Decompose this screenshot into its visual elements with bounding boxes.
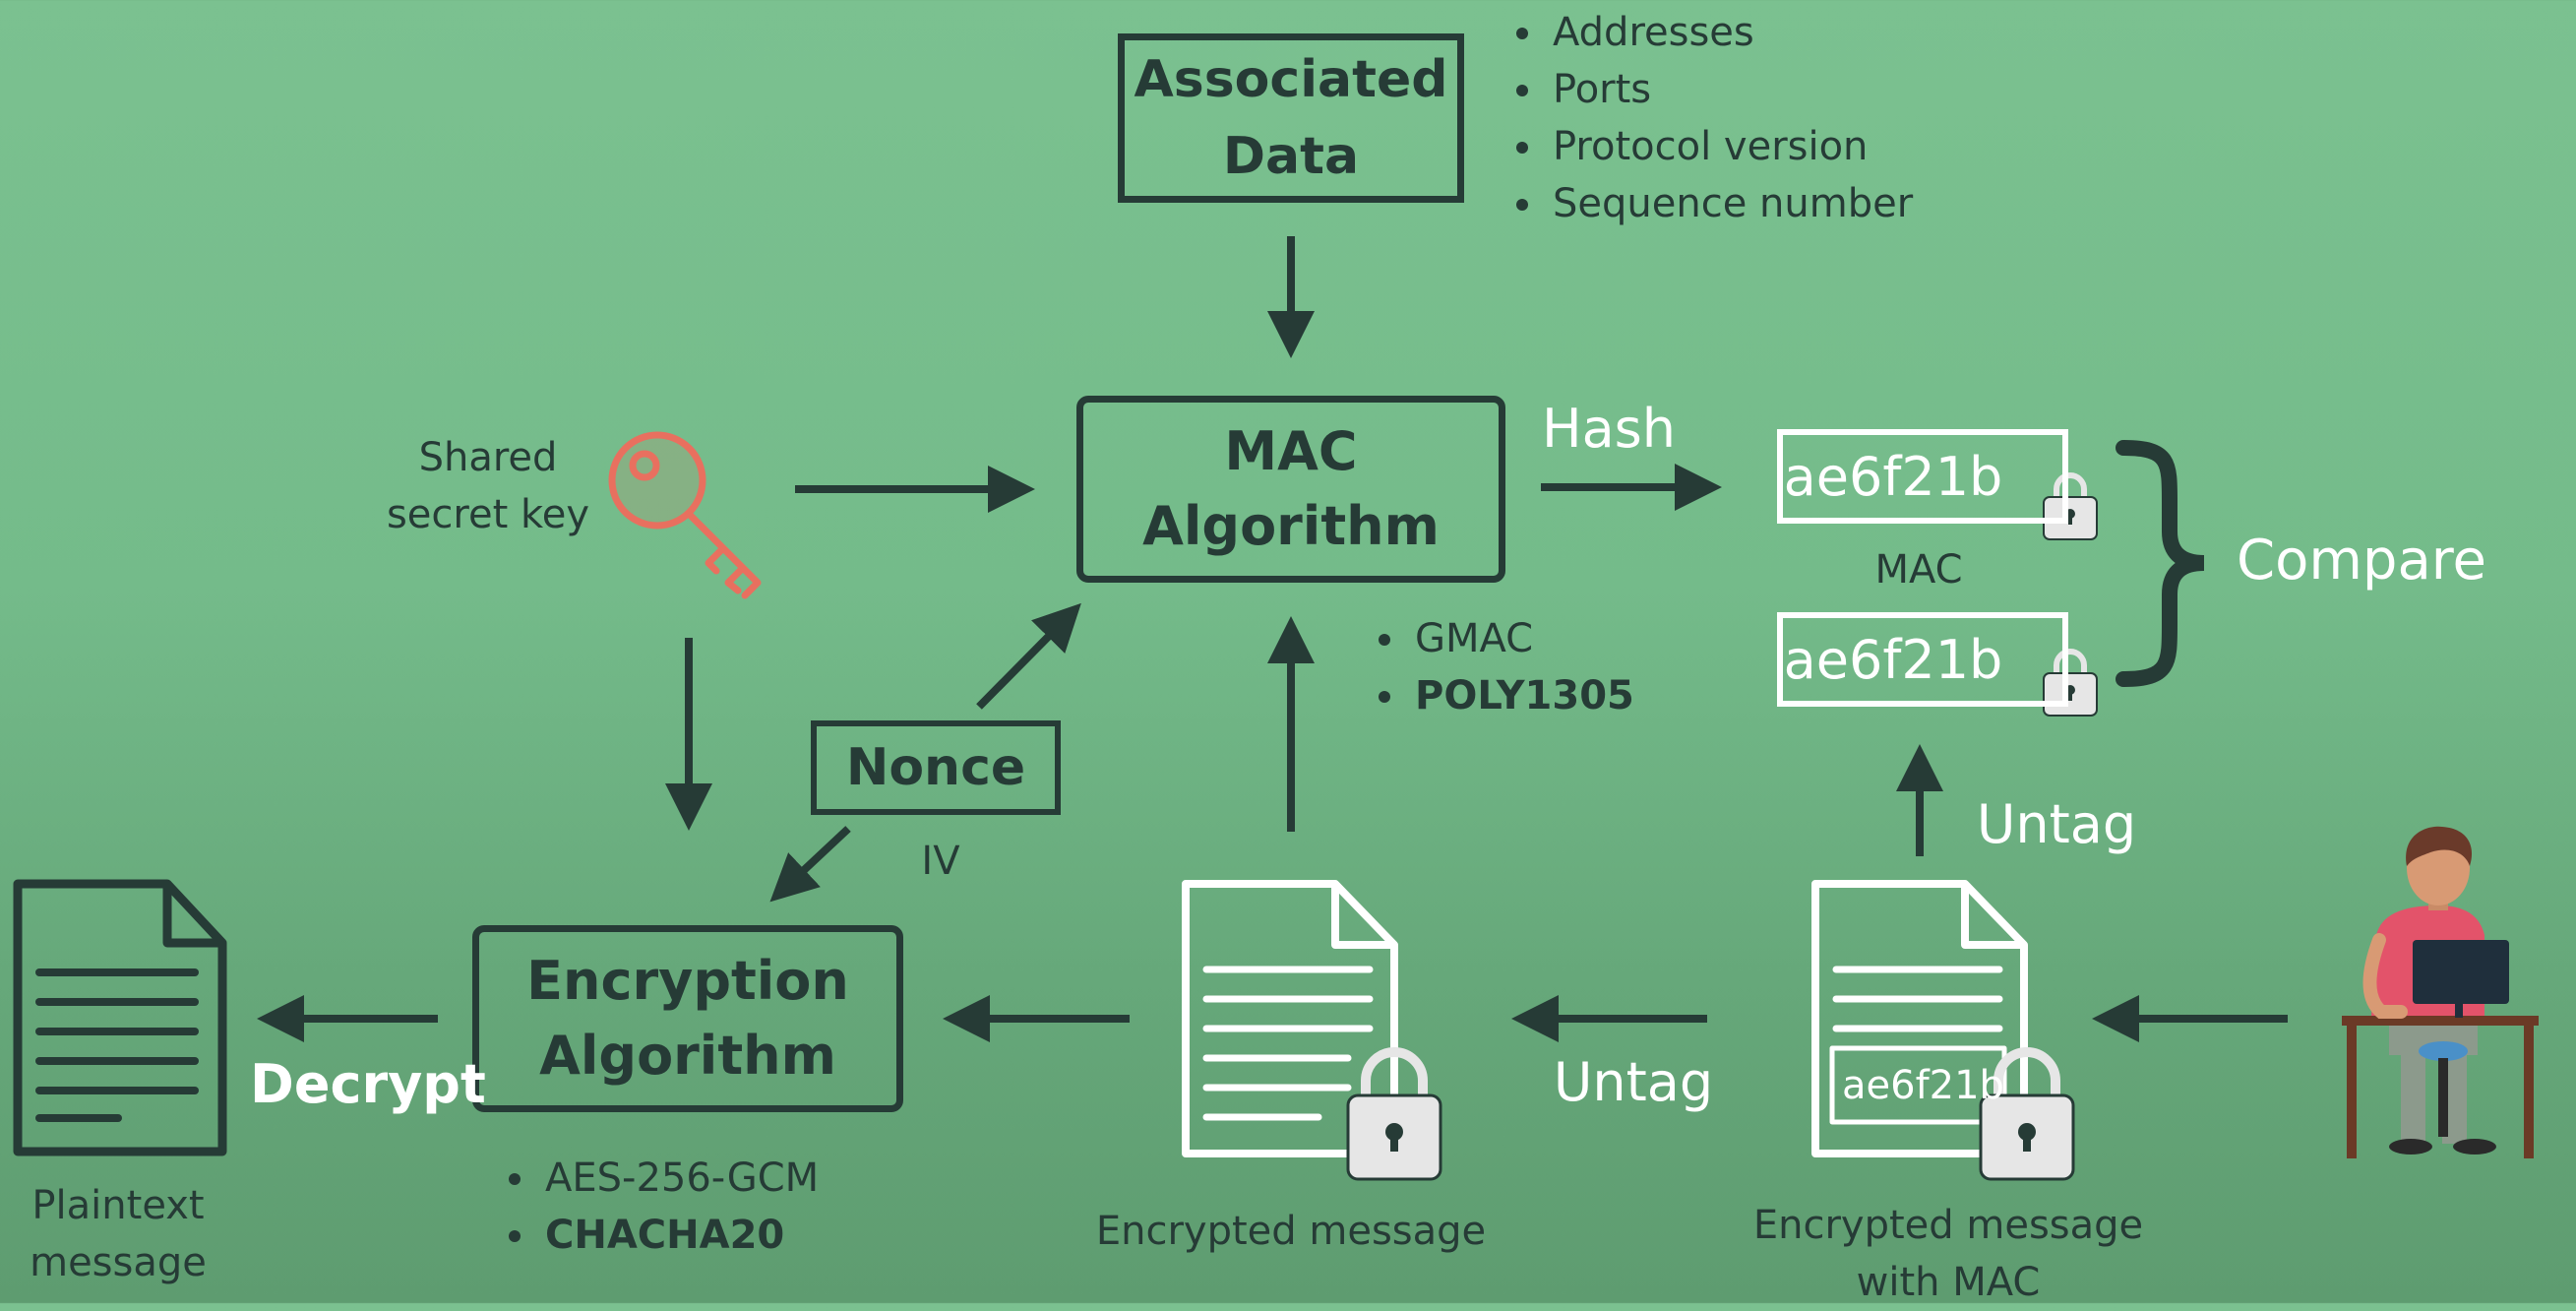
- plaintext-label-line2: message: [30, 1240, 207, 1285]
- untag-bottom-label: Untag: [1553, 1051, 1714, 1113]
- encryption-algorithm-box: Encryption Algorithm: [472, 925, 903, 1112]
- mac-option-item: GMAC: [1409, 610, 1634, 667]
- encrypted-message-lock-icon: [1346, 1047, 1442, 1181]
- mac-tag-top-lock-icon: [2043, 472, 2098, 540]
- encrypted-message-label: Encrypted message: [1095, 1209, 1487, 1254]
- compare-label: Compare: [2236, 529, 2487, 593]
- encrypted-with-mac-line1: Encrypted message: [1752, 1203, 2144, 1248]
- associated-data-title-line1: Associated: [1134, 50, 1448, 109]
- associated-data-item: Protocol version: [1547, 118, 1913, 175]
- encryption-option-item: AES-256-GCM: [539, 1150, 819, 1207]
- iv-label: IV: [921, 839, 960, 884]
- mac-tag-top-value: ae6f21b: [1783, 445, 2003, 508]
- arrow-nonce-to-mac: [976, 602, 1081, 710]
- mac-option-item: POLY1305: [1409, 667, 1634, 724]
- mac-label: MAC: [1874, 547, 1963, 593]
- associated-data-box: Associated Data: [1118, 33, 1464, 203]
- plaintext-message-label: Plaintext message: [10, 1177, 226, 1291]
- plaintext-document-icon: [13, 879, 227, 1156]
- associated-data-list: Addresses Ports Protocol version Sequenc…: [1507, 4, 1913, 232]
- encryption-option-item: CHACHA20: [539, 1207, 819, 1264]
- mac-tag-top: ae6f21b: [1777, 429, 2068, 524]
- person-at-computer-icon: [2342, 826, 2539, 1158]
- compare-brace: [2116, 440, 2205, 687]
- arrow-nonce-to-encryption: [769, 826, 851, 903]
- nonce-box: Nonce: [811, 720, 1061, 815]
- encryption-algorithm-title-line1: Encryption: [526, 950, 849, 1012]
- shared-secret-key-label: Shared secret key: [384, 429, 592, 543]
- mac-tag-bottom: ae6f21b: [1777, 612, 2068, 707]
- shared-secret-key-line2: secret key: [386, 492, 590, 537]
- encrypted-with-mac-lock-icon: [1979, 1047, 2075, 1181]
- mac-algorithm-title-line2: Algorithm: [1142, 495, 1440, 557]
- embedded-mac-tag: ae6f21b: [1842, 1063, 2004, 1108]
- associated-data-item: Addresses: [1547, 4, 1913, 61]
- mac-algorithm-title-line1: MAC: [1224, 420, 1358, 482]
- encrypted-with-mac-label: Encrypted message with MAC: [1712, 1197, 2184, 1311]
- nonce-label: Nonce: [845, 738, 1026, 797]
- mac-algorithm-options: GMAC POLY1305: [1370, 610, 1634, 724]
- decrypt-label: Decrypt: [250, 1053, 486, 1115]
- associated-data-title-line2: Data: [1222, 127, 1360, 186]
- hash-label: Hash: [1541, 398, 1677, 460]
- associated-data-item: Sequence number: [1547, 175, 1913, 232]
- encrypted-with-mac-line2: with MAC: [1856, 1260, 2041, 1305]
- encryption-algorithm-options: AES-256-GCM CHACHA20: [500, 1150, 819, 1264]
- mac-algorithm-box: MAC Algorithm: [1076, 396, 1505, 583]
- untag-top-label: Untag: [1976, 793, 2137, 855]
- encryption-algorithm-title-line2: Algorithm: [539, 1025, 836, 1087]
- key-icon: [608, 431, 762, 599]
- associated-data-item: Ports: [1547, 61, 1913, 118]
- shared-secret-key-line1: Shared: [418, 435, 558, 480]
- plaintext-label-line1: Plaintext: [31, 1183, 205, 1228]
- mac-tag-bottom-value: ae6f21b: [1783, 628, 2003, 691]
